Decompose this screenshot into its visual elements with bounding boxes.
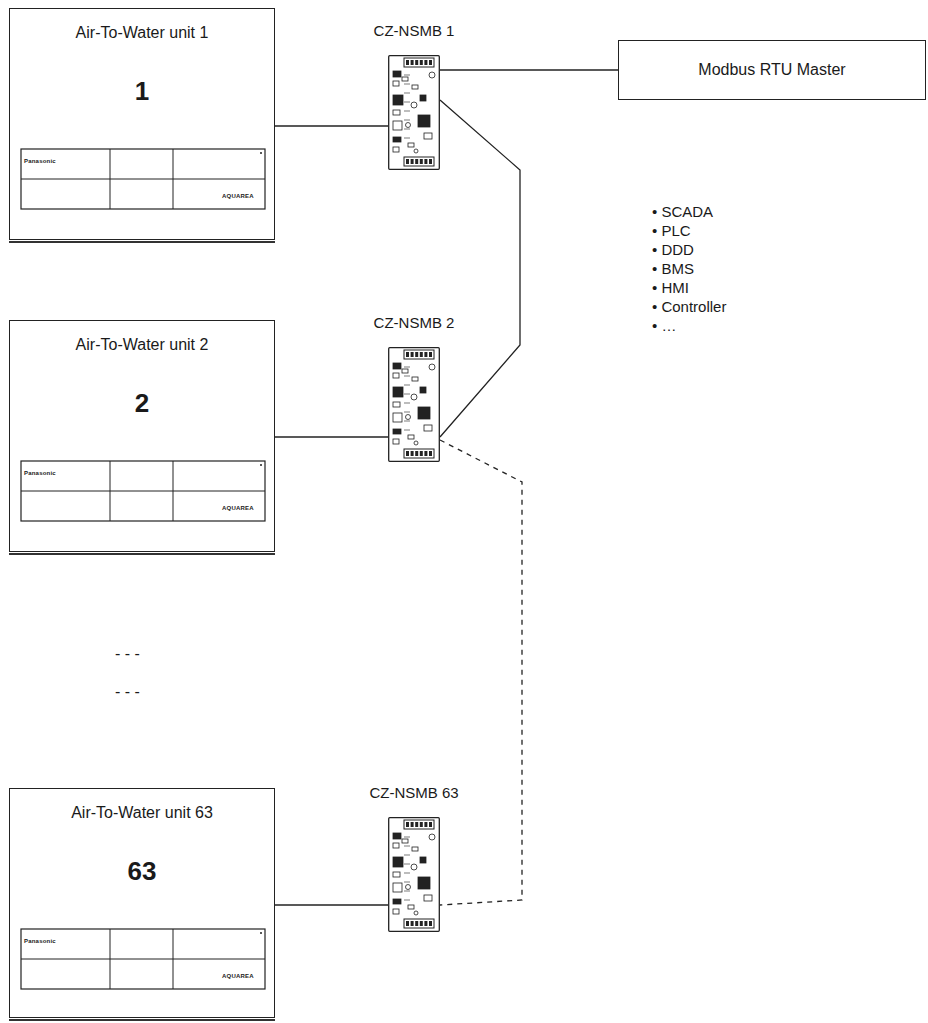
list-item: • SCADA — [652, 203, 713, 220]
list-item: • PLC — [652, 222, 691, 239]
unit-title: Air-To-Water unit 63 — [10, 804, 274, 822]
unit-title: Air-To-Water unit 1 — [10, 24, 274, 42]
ellipsis-dashes: - - - — [115, 645, 140, 663]
control-panel — [20, 148, 266, 210]
list-item: • DDD — [652, 241, 694, 258]
connector-line — [275, 125, 388, 126]
list-item: • Controller — [652, 298, 726, 315]
unit-base-line — [9, 1018, 275, 1022]
master-box: Modbus RTU Master — [618, 40, 926, 100]
brand-text: Panasonic — [24, 938, 56, 944]
unit-number: 63 — [10, 856, 274, 887]
unit-number: 2 — [10, 388, 274, 419]
board-label: CZ-NSMB 2 — [374, 314, 455, 331]
connector-line — [440, 100, 520, 437]
board-label: CZ-NSMB 1 — [374, 22, 455, 39]
outdoor-unit-box: Air-To-Water unit 1 1 — [9, 8, 275, 240]
brand-text: Panasonic — [24, 158, 56, 164]
master-title: Modbus RTU Master — [698, 61, 845, 79]
unit-title: Air-To-Water unit 2 — [10, 336, 274, 354]
list-item: • HMI — [652, 279, 689, 296]
pcb-illustration — [388, 817, 440, 932]
outdoor-unit-box: Air-To-Water unit 2 2 — [9, 320, 275, 552]
brand-text: Panasonic — [24, 470, 56, 476]
pcb-illustration — [388, 347, 440, 462]
brand-text: AQUAREA — [222, 973, 254, 979]
interface-board: CZ-NSMB 63 — [388, 817, 440, 932]
ellipsis-dashes: - - - — [115, 683, 140, 701]
list-item: • BMS — [652, 260, 694, 277]
unit-number: 1 — [10, 76, 274, 107]
connector-line — [275, 436, 388, 437]
connector-line — [440, 69, 618, 70]
unit-base-line — [9, 552, 275, 556]
unit-base-line — [9, 240, 275, 244]
interface-board: CZ-NSMB 1 — [388, 55, 440, 170]
list-item: • … — [652, 317, 676, 334]
pcb-illustration — [388, 55, 440, 170]
control-panel — [20, 928, 266, 990]
control-panel — [20, 460, 266, 522]
connector-line — [275, 904, 388, 905]
interface-board: CZ-NSMB 2 — [388, 347, 440, 462]
brand-text: AQUAREA — [222, 193, 254, 199]
outdoor-unit-box: Air-To-Water unit 63 63 — [9, 788, 275, 1018]
connector-line — [440, 440, 522, 905]
brand-text: AQUAREA — [222, 505, 254, 511]
board-label: CZ-NSMB 63 — [369, 784, 458, 801]
